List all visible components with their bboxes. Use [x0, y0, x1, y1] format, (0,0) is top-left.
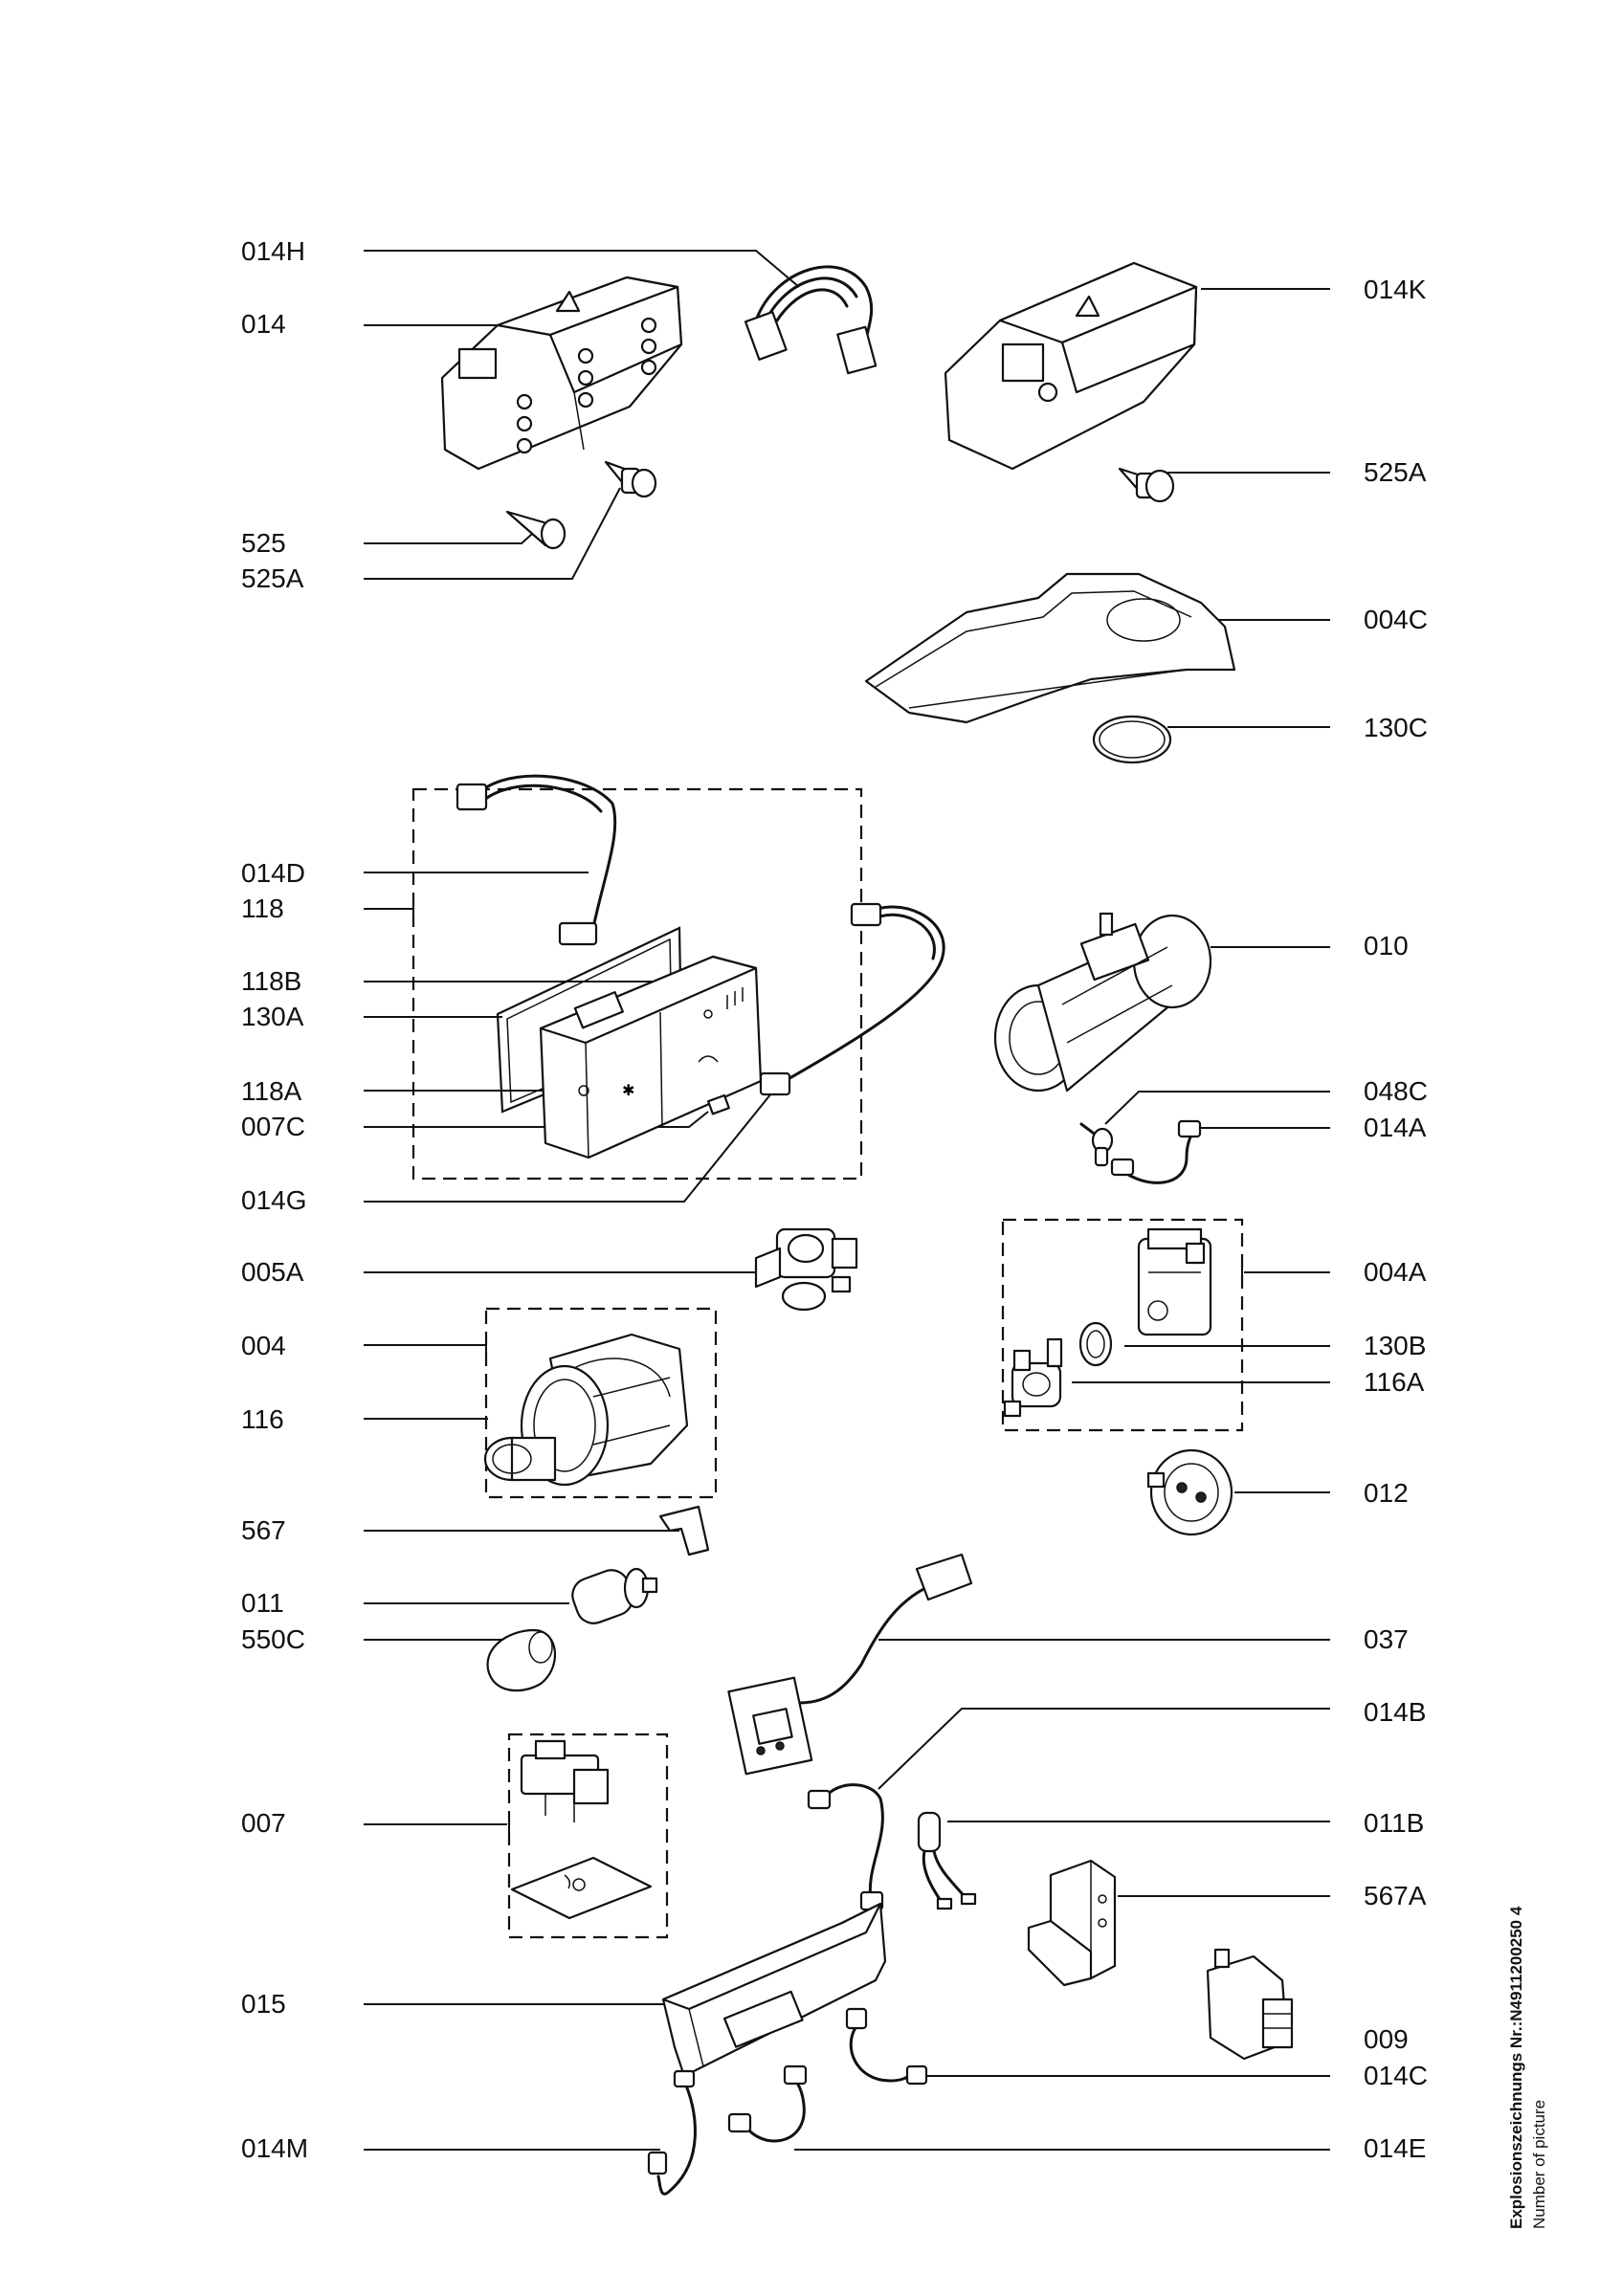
svg-text:✱: ✱: [622, 1081, 634, 1099]
part-014A-harness: [1110, 1119, 1202, 1184]
part-048C-sensor: [1079, 1122, 1114, 1167]
label-009: 009: [1364, 2024, 1409, 2054]
label-567A: 567A: [1364, 1881, 1427, 1910]
label-014D: 014D: [241, 858, 305, 888]
label-116: 116: [241, 1404, 284, 1434]
label-130C: 130C: [1364, 713, 1428, 742]
label-014H: 014H: [241, 236, 305, 266]
label-525A-left: 525A: [241, 563, 304, 593]
part-011-motor: [571, 1567, 658, 1624]
label-048C: 048C: [1364, 1076, 1428, 1106]
part-007C-clip: [706, 1093, 730, 1115]
label-015: 015: [241, 1989, 286, 2019]
part-014M-harness: [647, 2069, 697, 2196]
label-011: 011: [241, 1588, 284, 1618]
label-004C: 004C: [1364, 605, 1428, 634]
part-005A-valve: [754, 1227, 858, 1312]
part-014D-harness: [455, 774, 617, 946]
part-014E-harness: [727, 2064, 808, 2143]
label-007: 007: [241, 1808, 286, 1838]
label-550C: 550C: [241, 1624, 305, 1654]
label-010: 010: [1364, 931, 1409, 960]
leader-014B: [878, 1708, 1330, 1790]
label-014K: 014K: [1364, 275, 1427, 304]
part-011B-capacitor: [917, 1811, 977, 1910]
part-567A-bracket: [1027, 1859, 1117, 1987]
picture-number-note: Explosionszeichnungs Nr.:N4911200250 4 N…: [1507, 1906, 1548, 2229]
label-004: 004: [241, 1331, 286, 1360]
part-116-outlet: [483, 1436, 557, 1482]
leader-007C: [364, 1111, 709, 1128]
group-box-004A: [1001, 1218, 1244, 1432]
part-009-terminal-block: [1206, 1948, 1294, 2061]
group-boxes: [411, 787, 1244, 1939]
part-012-pressure-switch: [1146, 1448, 1233, 1536]
label-037: 037: [1364, 1624, 1409, 1654]
part-014K-electronic-module: [944, 261, 1198, 471]
left-labels: 014H 014 525 525A 014D 118 118B 130A 118…: [241, 236, 308, 2163]
part-015-control-panel: [661, 1902, 887, 2078]
leader-014G: [364, 1088, 776, 1203]
part-004A-chamber: [1137, 1227, 1212, 1336]
label-567: 567: [241, 1515, 286, 1545]
label-118: 118: [241, 894, 284, 923]
label-011B: 011B: [1364, 1808, 1424, 1838]
part-567-clip: [658, 1505, 710, 1556]
label-525: 525: [241, 528, 286, 558]
label-007C: 007C: [241, 1112, 305, 1141]
label-014: 014: [241, 309, 286, 339]
part-010-heater: [993, 912, 1212, 1093]
label-014C: 014C: [1364, 2061, 1428, 2090]
part-037-mains-cable: [727, 1553, 973, 1776]
leader-014H: [364, 250, 800, 288]
label-004A: 004A: [1364, 1257, 1427, 1287]
group-box-007: [507, 1733, 669, 1939]
part-118-dispenser: ✱: [539, 955, 763, 1159]
leader-lines: [364, 250, 1330, 2151]
right-labels: 014K 525A 004C 130C 010 048C 014A 004A 1…: [1364, 275, 1428, 2163]
label-525A-right: 525A: [1364, 457, 1427, 487]
group-box-118: [411, 787, 863, 1181]
label-014E: 014E: [1364, 2133, 1426, 2163]
label-014B: 014B: [1364, 1697, 1426, 1727]
part-014H-harness: [744, 265, 878, 375]
picture-number-title: Explosionszeichnungs Nr.:N4911200250 4: [1507, 1906, 1525, 2229]
label-014G: 014G: [241, 1185, 307, 1215]
label-012: 012: [1364, 1478, 1409, 1508]
part-014C-harness: [845, 2007, 928, 2086]
label-118B: 118B: [241, 966, 301, 996]
part-116A-fitting: [1003, 1337, 1063, 1418]
leader-525A-left: [364, 487, 621, 580]
label-014M: 014M: [241, 2133, 308, 2163]
label-118A: 118A: [241, 1076, 302, 1106]
part-004C-cover: [864, 572, 1236, 724]
part-550C-cap: [486, 1628, 556, 1692]
label-116A: 116A: [1364, 1367, 1425, 1397]
part-525A-left-pin: [604, 460, 657, 498]
part-014-electronic-module: [440, 276, 683, 471]
leader-525: [364, 525, 542, 544]
part-525A-right-pin: [1118, 467, 1175, 503]
label-014A: 014A: [1364, 1113, 1427, 1142]
part-130C-o-ring: [1092, 715, 1172, 764]
label-130B: 130B: [1364, 1331, 1426, 1360]
part-014B-harness: [807, 1783, 884, 1911]
picture-number-subtitle: Number of picture: [1530, 2100, 1548, 2229]
part-525-cone: [505, 510, 567, 550]
label-005A: 005A: [241, 1257, 304, 1287]
part-130B-seal: [1078, 1321, 1113, 1367]
part-007-door-switch: [510, 1739, 653, 1920]
group-box-004: [484, 1307, 718, 1499]
leader-048C: [1104, 1091, 1330, 1125]
label-130A: 130A: [241, 1002, 304, 1031]
part-014G-harness: [759, 902, 945, 1096]
